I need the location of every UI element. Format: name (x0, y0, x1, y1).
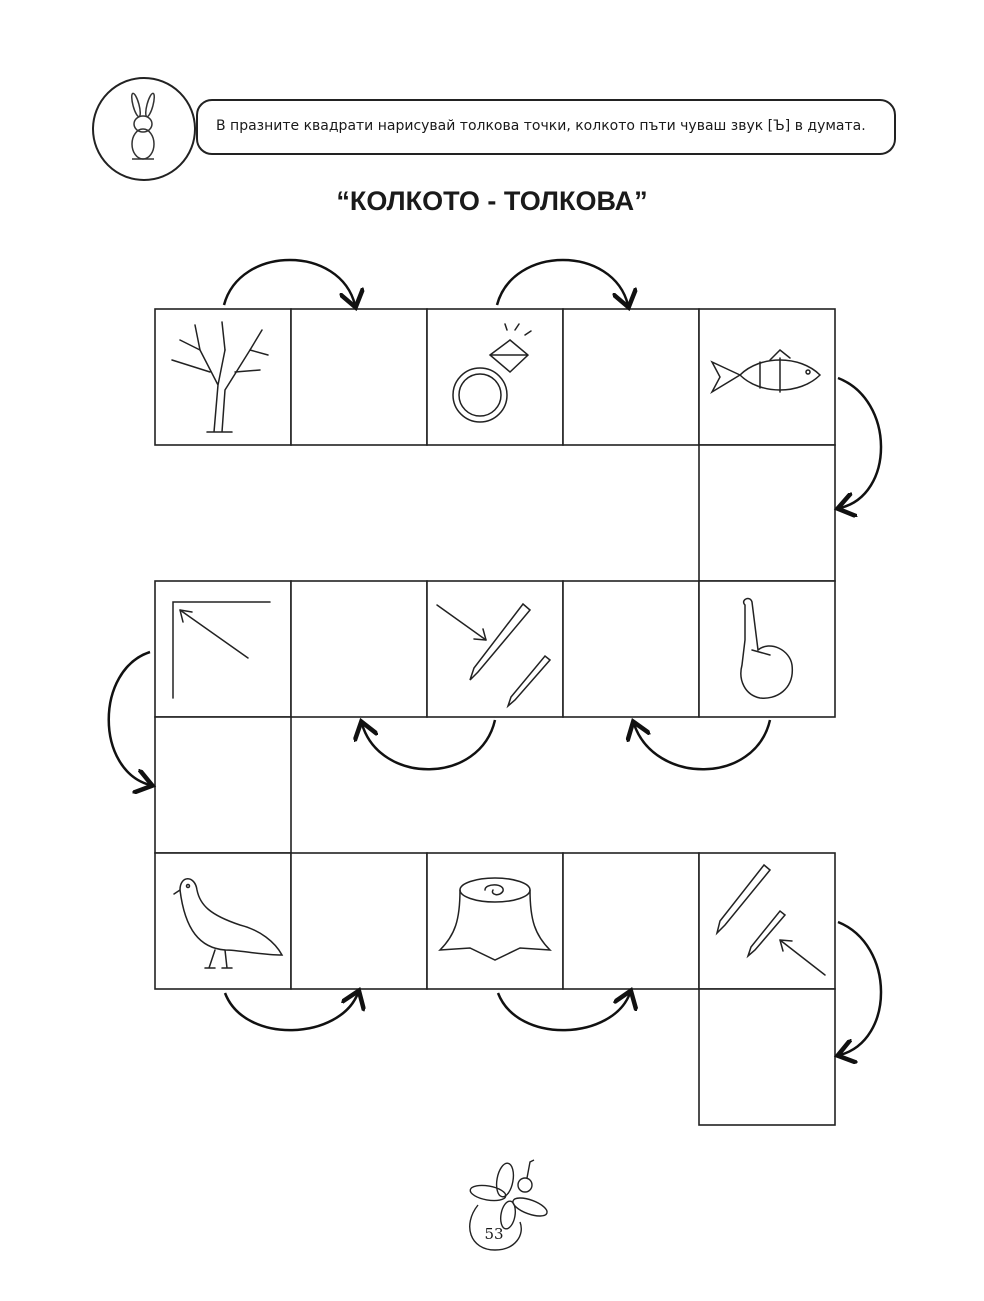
ring-icon (452, 323, 532, 423)
instruction-banner: В празните квадрати нарисувай толкова то… (196, 99, 896, 155)
arrow-icon (362, 720, 497, 771)
page-title: “КОЛКОТО - ТОЛКОВА” (336, 186, 648, 216)
rabbit-icon (131, 92, 155, 160)
cell-empty[interactable] (154, 716, 292, 854)
instruction-text: В празните квадрати нарисувай толкова то… (216, 118, 866, 134)
fish-icon (710, 348, 822, 395)
arrow-icon (495, 258, 628, 305)
corner-arrow-icon (172, 601, 271, 699)
arrow-icon (496, 993, 630, 1032)
cell (426, 580, 564, 718)
cell-empty[interactable] (290, 308, 428, 446)
cell (154, 852, 292, 990)
cell-empty[interactable] (562, 308, 700, 446)
arrow-icon (107, 650, 150, 785)
cell-empty[interactable] (290, 852, 428, 990)
cell-empty[interactable] (698, 444, 836, 582)
pencils-arrow-icon (715, 863, 826, 976)
pigeon-icon (173, 878, 284, 969)
stump-icon (438, 877, 552, 961)
cell (426, 852, 564, 990)
arrow-icon (222, 258, 355, 305)
cell (698, 852, 836, 990)
pencils-arrow-icon (436, 602, 552, 709)
tree-icon (171, 321, 269, 433)
arrow-icon (634, 720, 772, 771)
cell (698, 580, 836, 718)
cell-empty[interactable] (562, 580, 700, 718)
bee-icon (469, 1159, 548, 1251)
arrow-icon (838, 376, 883, 508)
arrow-icon (838, 920, 883, 1055)
mascot-badge (92, 77, 196, 181)
cell-empty[interactable] (290, 580, 428, 718)
arrow-icon (223, 993, 358, 1032)
finger-icon (740, 597, 793, 699)
cell (698, 308, 836, 446)
cell (426, 308, 564, 446)
cell-empty[interactable] (698, 988, 836, 1126)
page-number: 53 (484, 1225, 504, 1243)
cell-empty[interactable] (562, 852, 700, 990)
